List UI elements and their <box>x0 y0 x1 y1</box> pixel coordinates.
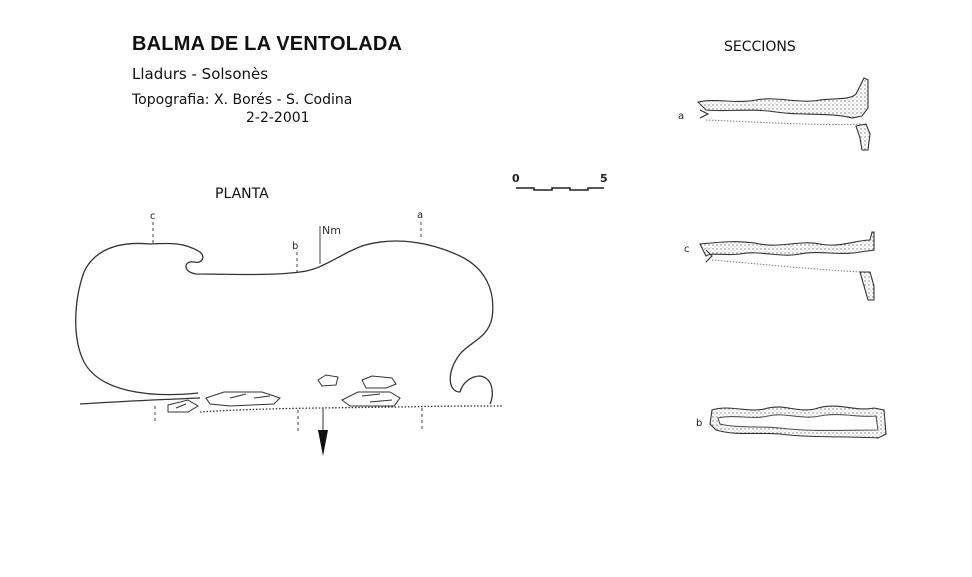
section-markers <box>152 222 423 432</box>
section-a-label: a <box>678 111 684 122</box>
marker-a-label: a <box>417 210 423 221</box>
cave-outline <box>75 240 494 405</box>
marker-c-label: c <box>150 211 156 222</box>
scale-min-label: 0 <box>512 172 520 185</box>
plan-view <box>75 240 503 413</box>
north-label: Nm <box>322 224 341 237</box>
marker-b-label: b <box>292 241 298 252</box>
scale-max-label: 5 <box>600 172 608 185</box>
survey-credits: Topografia: X. Borés - S. Codina <box>132 92 353 108</box>
plan-title: PLANTA <box>215 186 269 202</box>
survey-date: 2-2-2001 <box>246 110 310 126</box>
north-arrow-icon <box>318 226 328 456</box>
section-c <box>699 231 875 301</box>
cave-title: BALMA DE LA VENTOLADA <box>132 33 403 55</box>
section-b-label: b <box>696 418 702 429</box>
location-text: Lladurs - Solsonès <box>132 65 269 83</box>
section-b <box>709 405 887 439</box>
rock-blocks <box>167 374 401 413</box>
section-a <box>696 77 871 151</box>
dripline-dotted <box>199 405 503 413</box>
section-c-label: c <box>684 244 690 255</box>
scale-bar <box>516 187 604 191</box>
entrance-line <box>79 397 201 405</box>
sections-title: SECCIONS <box>724 39 796 55</box>
